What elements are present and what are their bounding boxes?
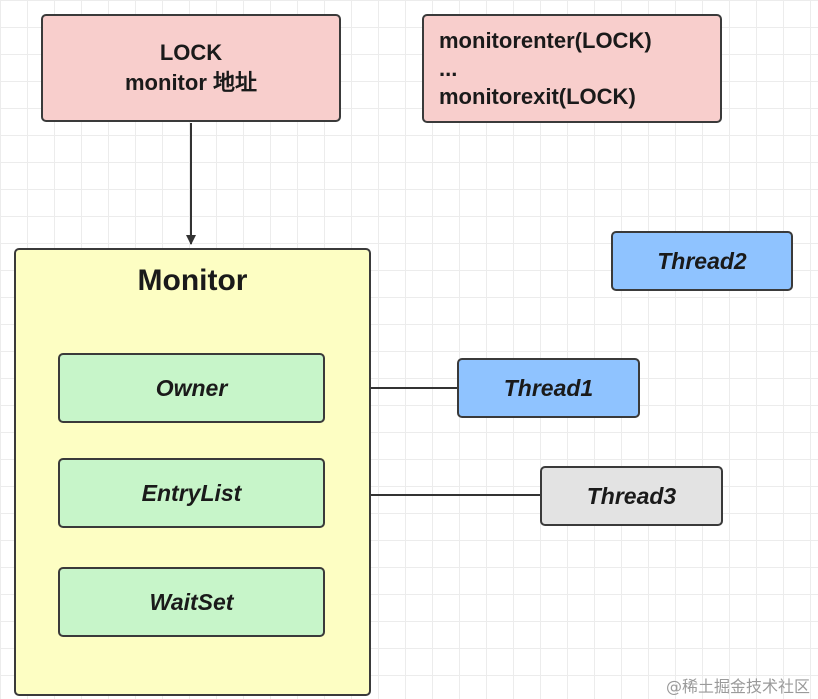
entrylist-label: EntryList [141, 479, 242, 506]
thread1-box: Thread1 [457, 358, 640, 418]
thread2-label: Thread2 [657, 247, 747, 274]
ellipsis-line: ... [439, 55, 458, 81]
watermark: @稀土掘金技术社区 [665, 677, 810, 696]
entrylist-slot: EntryList [58, 458, 325, 528]
monitor-title: Monitor [137, 264, 248, 297]
waitset-label: WaitSet [149, 588, 234, 615]
bytecode-box: monitorenter(LOCK) ... monitorexit(LOCK) [422, 14, 722, 123]
owner-label: Owner [155, 374, 228, 401]
waitset-slot: WaitSet [58, 567, 325, 637]
thread1-label: Thread1 [503, 374, 594, 401]
monitor-address-label: monitor 地址 [125, 70, 257, 95]
monitorexit-line: monitorexit(LOCK) [439, 83, 636, 109]
monitorenter-line: monitorenter(LOCK) [439, 27, 652, 53]
thread2-box: Thread2 [611, 231, 793, 291]
owner-slot: Owner [58, 353, 325, 423]
thread3-box: Thread3 [540, 466, 723, 526]
lock-label: LOCK [159, 40, 223, 65]
lock-object-box: LOCK monitor 地址 [41, 14, 341, 122]
thread3-label: Thread3 [586, 482, 677, 509]
